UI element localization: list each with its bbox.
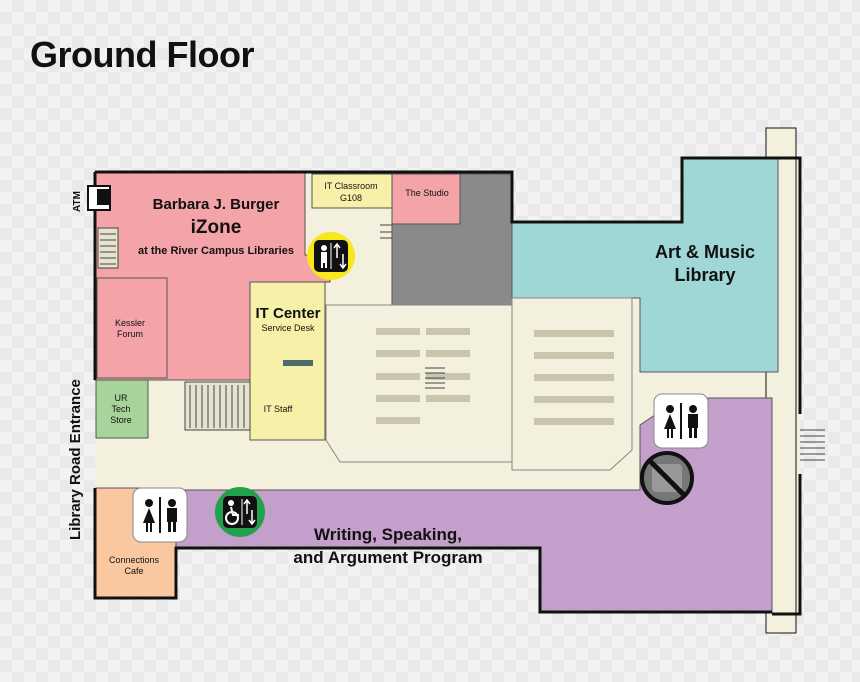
cafe-label-2: Cafe bbox=[124, 566, 143, 576]
studio-room[interactable] bbox=[391, 173, 461, 225]
it-classroom-number: G108 bbox=[340, 193, 362, 203]
stairs-icon bbox=[97, 224, 825, 461]
ur-tech-store-room[interactable] bbox=[95, 379, 149, 439]
no-elevator-icon bbox=[640, 451, 694, 505]
accessible-elevator-icon[interactable] bbox=[215, 487, 265, 537]
restroom-icon[interactable] bbox=[132, 487, 188, 543]
it-center-label: IT Center bbox=[255, 305, 320, 322]
restroom-icon[interactable] bbox=[653, 393, 709, 449]
kessler-label: Kessler bbox=[115, 318, 145, 328]
izone-title: iZone bbox=[191, 217, 242, 238]
tech-label: Tech bbox=[111, 404, 130, 414]
atm-label: ATM bbox=[72, 191, 83, 212]
art-music-label: Art & Music bbox=[655, 242, 755, 262]
kessler-forum-room[interactable] bbox=[96, 277, 168, 379]
stacks-center bbox=[325, 304, 513, 463]
izone-name: Barbara J. Burger bbox=[153, 196, 280, 213]
studio-label: The Studio bbox=[405, 188, 449, 198]
forum-label: Forum bbox=[117, 329, 143, 339]
izone-subtitle: at the River Campus Libraries bbox=[138, 245, 294, 257]
library-label: Library bbox=[674, 265, 735, 285]
cafe-label: Connections bbox=[109, 555, 160, 565]
it-staff-label: IT Staff bbox=[264, 404, 293, 414]
writing-label: Writing, Speaking, bbox=[314, 525, 462, 544]
page-title: Ground Floor bbox=[30, 34, 254, 75]
stacks-right bbox=[511, 297, 633, 471]
it-classroom-room[interactable] bbox=[311, 173, 393, 209]
store-label: Store bbox=[110, 415, 132, 425]
writing-label-2: and Argument Program bbox=[293, 548, 482, 567]
it-classroom-label: IT Classroom bbox=[324, 181, 377, 191]
atm-machine bbox=[97, 189, 109, 205]
elevator-icon[interactable] bbox=[307, 232, 355, 280]
service-desk-label: Service Desk bbox=[261, 323, 315, 333]
it-center-desk bbox=[283, 360, 313, 366]
map-labels: ATM Library Road Entrance Barbara J. Bur… bbox=[67, 181, 755, 576]
ur-label: UR bbox=[115, 393, 128, 403]
entrance-label: Library Road Entrance bbox=[67, 379, 84, 540]
